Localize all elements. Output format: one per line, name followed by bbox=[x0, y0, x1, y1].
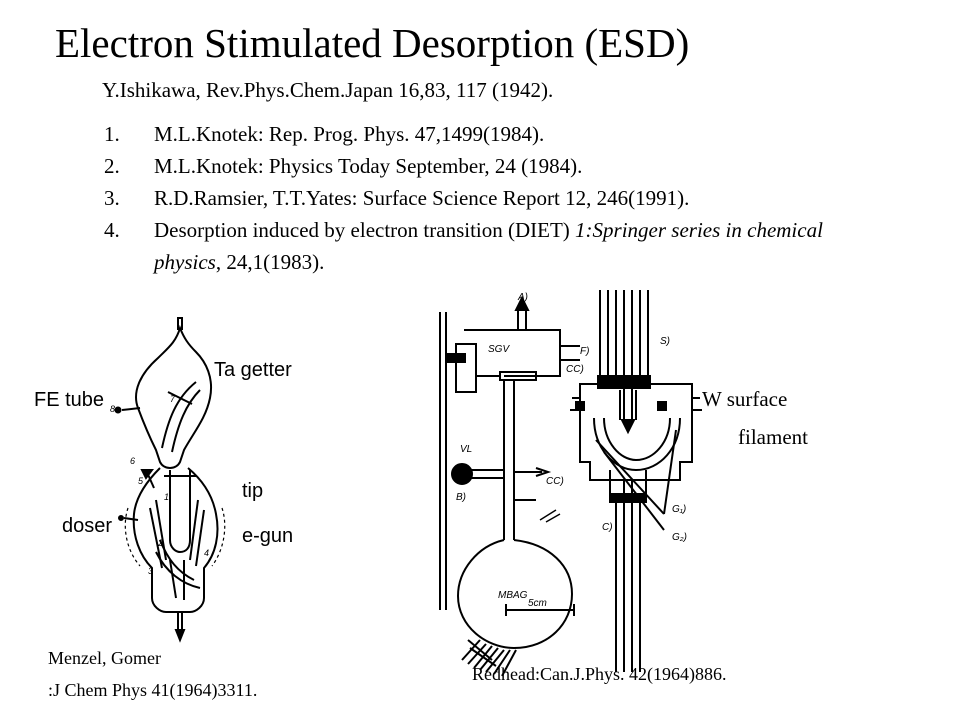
reference-text: M.L.Knotek: Rep. Prog. Phys. 47,1499(198… bbox=[154, 122, 545, 146]
e-gun-label: e-gun bbox=[242, 525, 294, 547]
reference-item: 3. R.D.Ramsier, T.T.Yates: Surface Scien… bbox=[104, 182, 874, 214]
reference-item: 4. Desorption induced by electron transi… bbox=[104, 214, 854, 278]
reference-number: 3. bbox=[104, 186, 120, 210]
callout-b: B) bbox=[456, 492, 466, 503]
reference-text-italic: 1:Springer series in chemical physics bbox=[154, 218, 823, 274]
callout-sgv: SGV bbox=[488, 344, 510, 355]
callout-c: C) bbox=[602, 522, 613, 533]
ta-getter-label: Ta getter bbox=[214, 359, 292, 381]
left-marker-6: 6 bbox=[130, 456, 135, 466]
fe-tube-label: FE tube bbox=[34, 389, 105, 411]
left-marker-3: 3 bbox=[148, 566, 153, 576]
reference-number: 4. bbox=[104, 218, 120, 242]
callout-mbag: MBAG bbox=[498, 590, 528, 601]
slide-title: Electron Stimulated Desorption (ESD) bbox=[55, 20, 690, 66]
reference-item: 1. M.L.Knotek: Rep. Prog. Phys. 47,1499(… bbox=[104, 118, 874, 150]
callout-cc1: CC) bbox=[566, 364, 584, 375]
doser-label: doser bbox=[62, 515, 113, 537]
left-marker-2: 2 bbox=[157, 538, 163, 548]
left-citation-line1: Menzel, Gomer bbox=[48, 648, 161, 668]
callout-g2: G₂) bbox=[672, 532, 687, 543]
w-surface-label: W surface bbox=[702, 387, 788, 411]
tip-label: tip bbox=[242, 480, 264, 502]
right-citation: Redhead:Can.J.Phys. 42(1964)886. bbox=[472, 664, 727, 684]
callout-cc2: CC) bbox=[546, 476, 564, 487]
left-marker-1: 1 bbox=[164, 492, 169, 502]
callout-f: F) bbox=[580, 346, 589, 357]
reference-text: M.L.Knotek: Physics Today September, 24 … bbox=[154, 154, 583, 178]
reference-text: R.D.Ramsier, T.T.Yates: Surface Science … bbox=[154, 186, 690, 210]
left-marker-4: 4 bbox=[204, 548, 209, 558]
filament-label: filament bbox=[738, 425, 808, 449]
callout-a: A) bbox=[517, 292, 528, 303]
callout-s: S) bbox=[660, 336, 670, 347]
reference-item: 2. M.L.Knotek: Physics Today September, … bbox=[104, 150, 874, 182]
scale-bar-label: 5cm bbox=[528, 598, 547, 609]
reference-number: 2. bbox=[104, 154, 120, 178]
main-reference: Y.Ishikawa, Rev.Phys.Chem.Japan 16,83, 1… bbox=[102, 78, 554, 102]
reference-text: Desorption induced by electron transitio… bbox=[154, 218, 576, 242]
left-citation-line2: :J Chem Phys 41(1964)3311. bbox=[48, 680, 258, 700]
reference-number: 1. bbox=[104, 122, 120, 146]
reference-list: 1. M.L.Knotek: Rep. Prog. Phys. 47,1499(… bbox=[104, 118, 874, 278]
left-marker-5: 5 bbox=[138, 476, 144, 486]
reference-text-tail: , 24,1(1983). bbox=[215, 250, 325, 274]
callout-vl: VL bbox=[460, 444, 472, 455]
left-marker-7: 7 bbox=[170, 394, 176, 404]
callout-g1: G₁) bbox=[672, 504, 686, 515]
left-marker-8: 8 bbox=[110, 404, 115, 414]
